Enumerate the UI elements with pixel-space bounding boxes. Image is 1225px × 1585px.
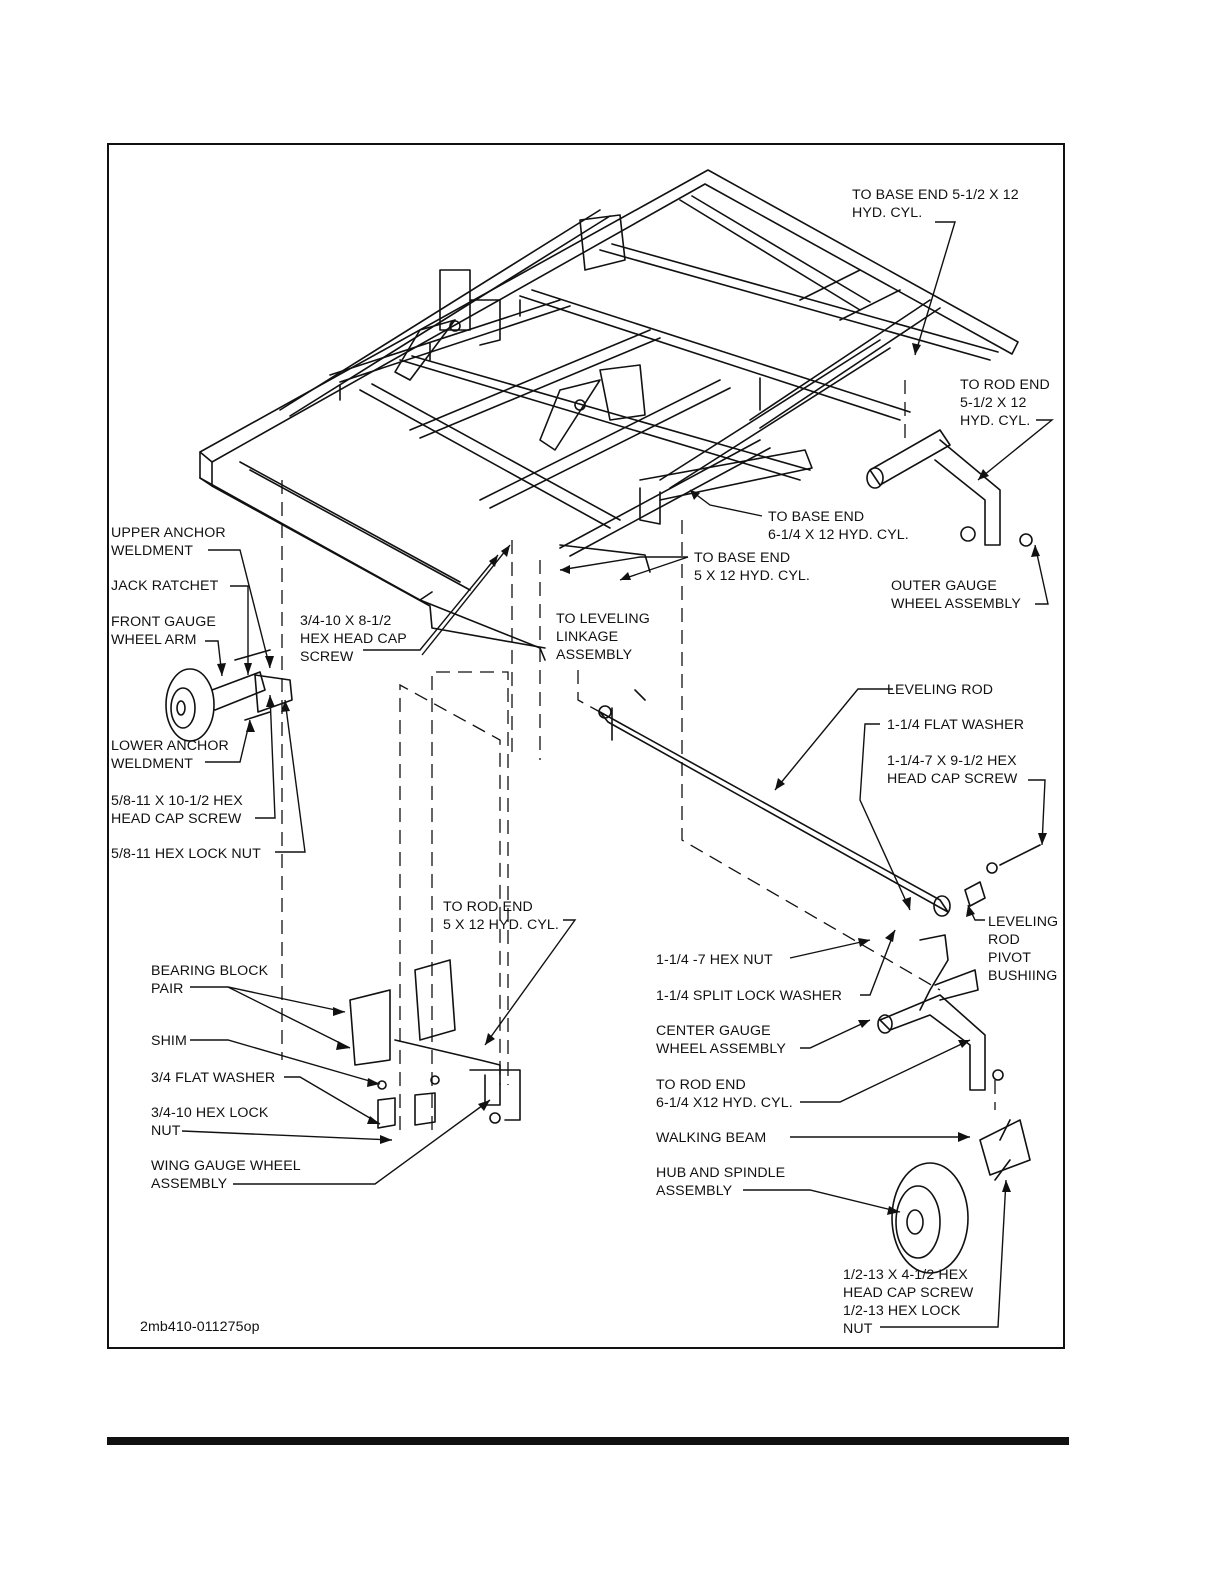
footer-rule — [107, 1437, 1069, 1445]
wing-gauge-wheel-drawing — [349, 959, 521, 1129]
diagram-frame — [107, 143, 1065, 1349]
label-flat-washer-114: 1-1/4 FLAT WASHER — [887, 717, 1025, 733]
label-cap-screw-34: 3/4-10 X 8-1/2 HEX HEAD CAP SCREW — [300, 613, 407, 665]
label-leveling-rod: LEVELING ROD — [887, 682, 994, 698]
label-upper-anchor-weldment: UPPER ANCHOR WELDMENT — [111, 525, 226, 559]
front-gauge-wheel-drawing — [165, 649, 293, 742]
label-rod-end-614: TO ROD END 6-1/4 X12 HYD. CYL. — [656, 1077, 793, 1111]
label-split-lock-washer-114: 1-1/4 SPLIT LOCK WASHER — [656, 988, 843, 1004]
label-lock-nut-34: 3/4-10 HEX LOCK NUT — [151, 1105, 269, 1139]
label-cap-screw-12: 1/2-13 X 4-1/2 HEX HEAD CAP SCREW 1/2-13… — [843, 1267, 974, 1337]
label-hex-nut-114: 1-1/4 -7 HEX NUT — [656, 952, 773, 968]
label-wing-gauge-wheel: WING GAUGE WHEEL ASSEMBLY — [151, 1158, 301, 1192]
label-pivot-bushing: LEVELING ROD PIVOT BUSHIING — [988, 914, 1059, 984]
label-rod-end-512: TO ROD END 5-1/2 X 12 HYD. CYL. — [960, 377, 1050, 429]
label-center-gauge-wheel: CENTER GAUGE WHEEL ASSEMBLY — [656, 1023, 786, 1057]
main-frame — [199, 169, 1019, 661]
label-base-end-512: TO BASE END 5-1/2 X 12 HYD. CYL. — [852, 187, 1019, 221]
label-lock-nut-58: 5/8-11 HEX LOCK NUT — [111, 846, 261, 862]
label-front-gauge-wheel-arm: FRONT GAUGE WHEEL ARM — [111, 614, 216, 648]
label-lower-anchor-weldment: LOWER ANCHOR WELDMENT — [111, 738, 229, 772]
outer-gauge-wheel-drawing — [866, 429, 1033, 547]
label-cap-screw-114: 1-1/4-7 X 9-1/2 HEX HEAD CAP SCREW — [887, 753, 1018, 787]
label-bearing-block-pair: BEARING BLOCK PAIR — [151, 963, 269, 997]
label-flat-washer-34: 3/4 FLAT WASHER — [151, 1070, 276, 1086]
hitch-mast — [394, 214, 646, 451]
label-outer-gauge-wheel: OUTER GAUGE WHEEL ASSEMBLY — [891, 578, 1021, 612]
center-gauge-wheel-drawing — [877, 934, 1031, 1274]
label-jack-ratchet: JACK RATCHET — [111, 578, 219, 594]
figure-id: 2mb410-011275op — [140, 1319, 260, 1335]
label-rod-end-5: TO ROD END 5 X 12 HYD. CYL. — [443, 899, 559, 933]
label-leveling-linkage: TO LEVELING LINKAGE ASSEMBLY — [556, 611, 650, 663]
label-base-end-614: TO BASE END 6-1/4 X 12 HYD. CYL. — [768, 509, 909, 543]
leveling-rod-drawing — [598, 689, 1041, 917]
label-cap-screw-58: 5/8-11 X 10-1/2 HEX HEAD CAP SCREW — [111, 793, 243, 827]
label-walking-beam: WALKING BEAM — [656, 1130, 767, 1146]
label-base-end-5: TO BASE END 5 X 12 HYD. CYL. — [694, 550, 810, 584]
label-hub-spindle: HUB AND SPINDLE ASSEMBLY — [656, 1165, 786, 1199]
label-shim: SHIM — [151, 1033, 187, 1049]
